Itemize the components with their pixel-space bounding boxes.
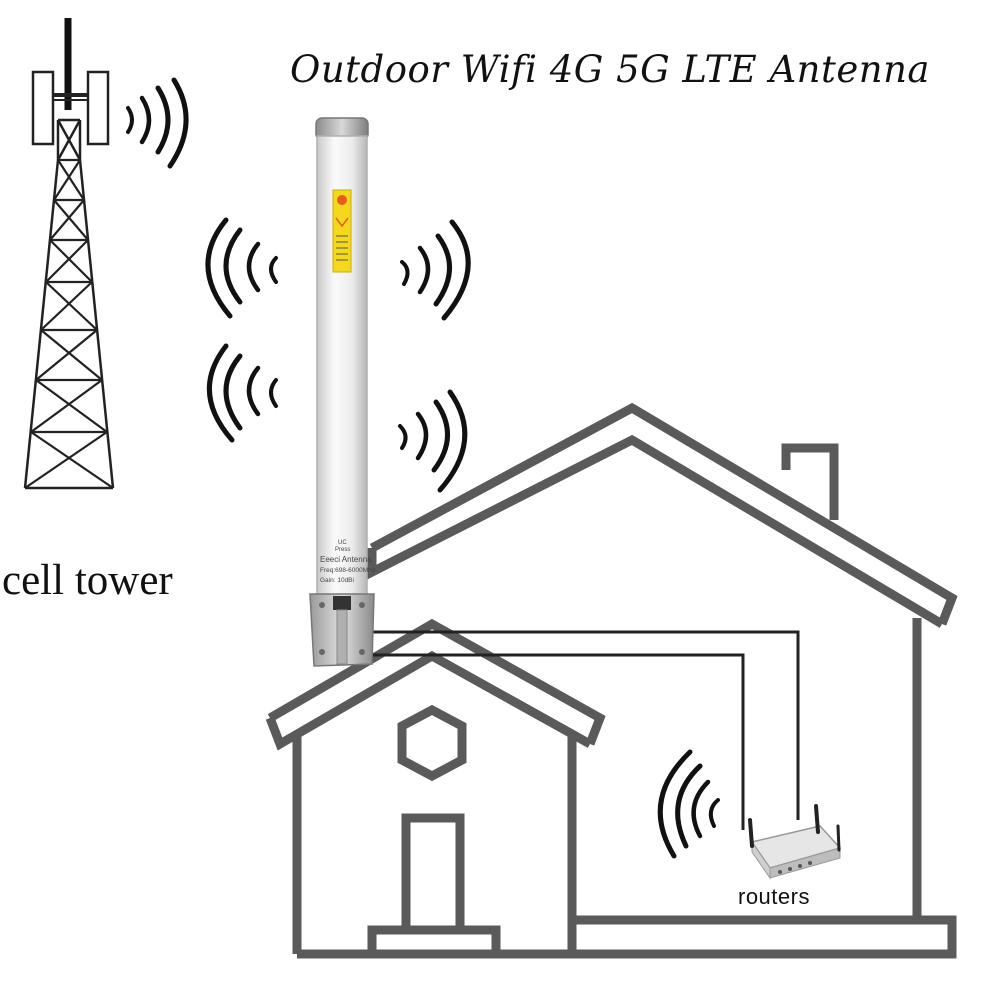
tower-panel-left xyxy=(31,70,55,146)
house-door xyxy=(401,813,465,930)
antenna-freq: Freq:698-6000MHz xyxy=(320,567,376,574)
tower-panel-right xyxy=(86,70,110,146)
outdoor-antenna: UC Press Eeeci Antenna Freq:698-6000MHz … xyxy=(309,117,376,667)
diagram-title: Outdoor Wifi 4G 5G LTE Antenna xyxy=(290,48,930,91)
cell-tower xyxy=(23,18,115,490)
antenna-gain: Gain: 10dBi xyxy=(320,577,354,584)
antenna-brand: Eeeci Antenna xyxy=(320,555,372,564)
antenna-badge-bottom: Press xyxy=(335,547,350,553)
small-house xyxy=(265,618,606,959)
antenna-signal-waves xyxy=(205,217,471,493)
large-house xyxy=(367,402,958,959)
cell-tower-label: cell tower xyxy=(2,557,173,604)
hexagon-window xyxy=(397,704,467,782)
router xyxy=(748,804,842,880)
tower-signal-waves xyxy=(126,77,189,169)
antenna-warning-label xyxy=(332,189,352,273)
antenna-badge-top: UC xyxy=(338,540,347,546)
router-antenna-left xyxy=(748,818,754,848)
routers-label: routers xyxy=(738,884,810,909)
router-antenna-right xyxy=(814,804,820,834)
router-signal-waves xyxy=(657,749,720,859)
